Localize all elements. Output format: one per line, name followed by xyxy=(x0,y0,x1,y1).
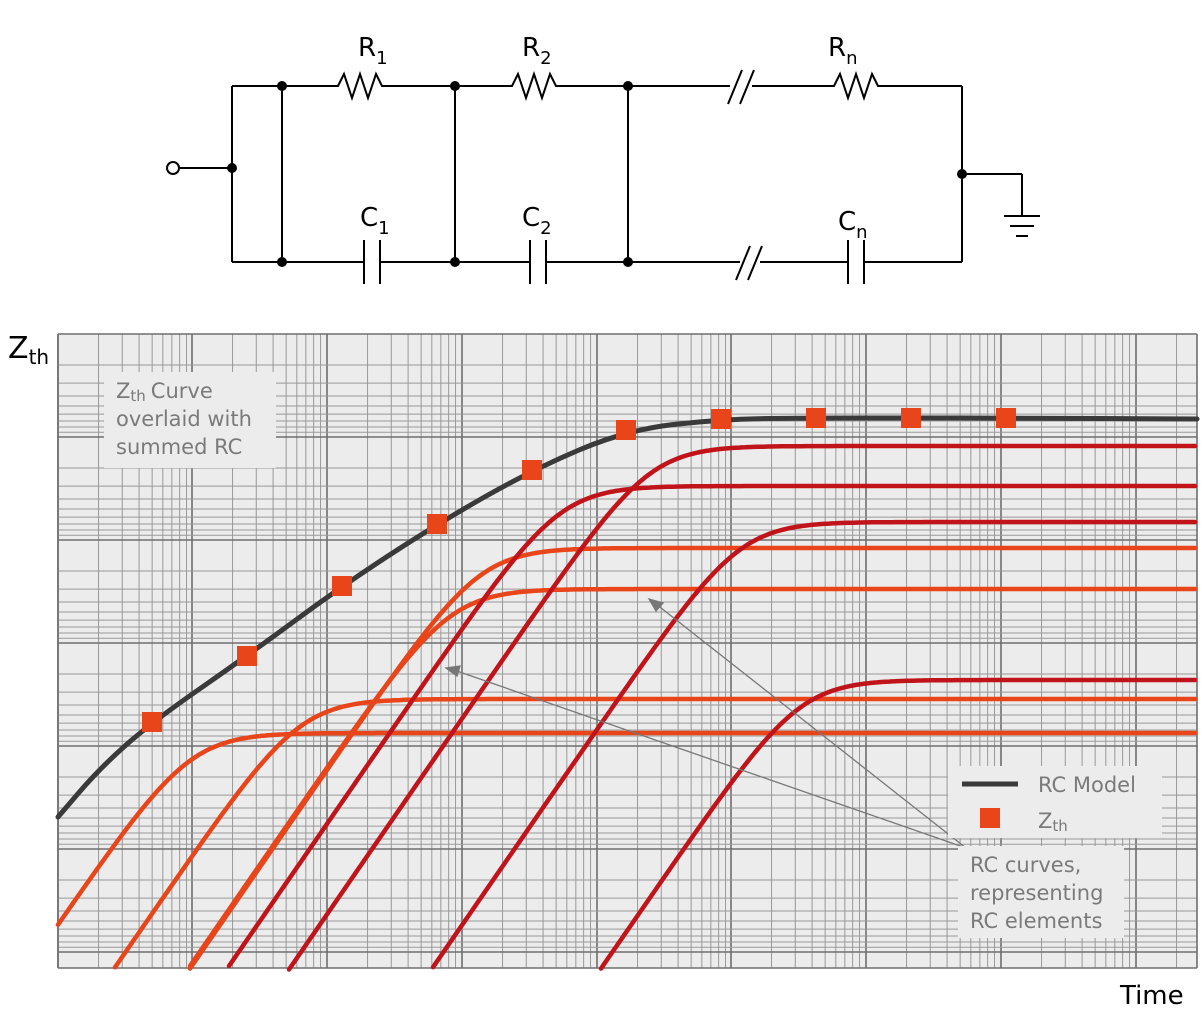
rc-curve xyxy=(430,519,1198,970)
y-axis-label: Zth xyxy=(8,331,49,369)
svg-text:representing: representing xyxy=(970,881,1103,905)
rc-curve xyxy=(286,443,1198,972)
label-c1: C1 xyxy=(360,203,390,239)
x-axis-label: Time xyxy=(1119,981,1184,1011)
label-c2: C2 xyxy=(522,203,552,239)
label-r2: R2 xyxy=(522,33,552,69)
rc-curve xyxy=(55,730,1198,927)
resistor-r2 xyxy=(506,70,566,102)
zth-marker xyxy=(806,408,826,428)
resistor-r1 xyxy=(330,70,390,102)
rc-network-schematic: R1 R2 Rn C1 C2 Cn xyxy=(166,33,1040,284)
label-cn: Cn xyxy=(838,207,868,243)
zth-marker xyxy=(237,646,257,666)
rc-model-line xyxy=(55,415,1200,820)
zth-marker xyxy=(142,712,162,732)
rc-curve xyxy=(598,677,1198,971)
svg-text:overlaid with: overlaid with xyxy=(116,407,252,431)
zth-marker xyxy=(616,420,636,440)
rc-curve xyxy=(226,483,1198,969)
annotation-arrows xyxy=(444,597,967,849)
annotation-rc-curves: RC curves, representing RC elements xyxy=(958,846,1124,938)
svg-text:RC elements: RC elements xyxy=(970,909,1102,933)
resistor-rn xyxy=(826,70,886,102)
svg-text:summed RC: summed RC xyxy=(116,435,242,459)
rc-curves xyxy=(55,443,1198,972)
svg-text:RC curves,: RC curves, xyxy=(970,853,1081,877)
label-r1: R1 xyxy=(358,33,388,69)
legend: RC Model Zth xyxy=(948,766,1162,838)
zth-marker xyxy=(332,576,352,596)
label-rn: Rn xyxy=(828,33,858,69)
zth-marker xyxy=(901,408,921,428)
legend-zth-swatch xyxy=(980,808,1000,828)
zth-marker xyxy=(996,408,1016,428)
zth-marker xyxy=(522,460,542,480)
zth-marker xyxy=(711,409,731,429)
legend-rc-model-label: RC Model xyxy=(1038,773,1136,797)
zth-marker xyxy=(427,514,447,534)
rc-curve xyxy=(112,696,1198,970)
zth-markers xyxy=(142,408,1016,732)
legend-zth-label: Zth xyxy=(1038,809,1068,835)
rc-curve xyxy=(187,545,1198,971)
